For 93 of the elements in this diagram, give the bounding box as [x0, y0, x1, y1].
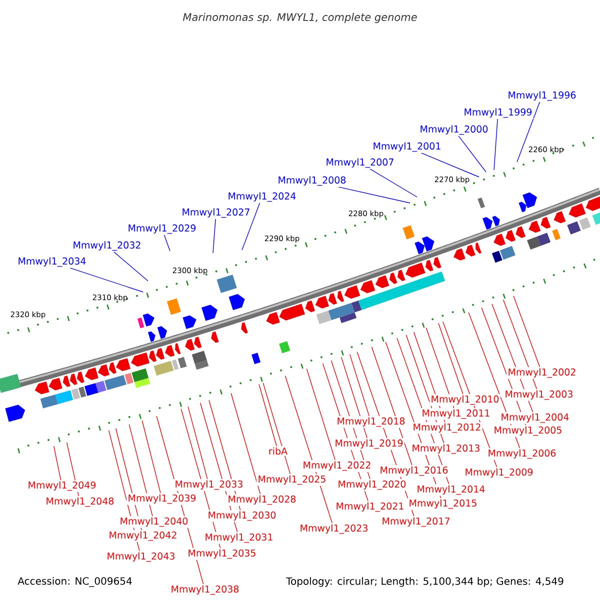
leader-line [503, 299, 538, 390]
leader-line [330, 360, 370, 480]
leader-line [180, 408, 221, 548]
gene-label: Mmwyl1_2018 [336, 416, 406, 428]
leader-line [70, 268, 144, 292]
gene-label: Mmwyl1_1999 [462, 107, 534, 119]
leader-line [481, 307, 526, 426]
leader-line [356, 351, 414, 516]
gene-label: Mmwyl1_2015 [408, 498, 478, 510]
gene-label: Mmwyl1_2035 [186, 548, 258, 560]
gene-label: Mmwyl1_2023 [298, 523, 370, 535]
gene-label: Mmwyl1_2038 [170, 584, 240, 596]
gene-label: Mmwyl1_2002 [506, 367, 578, 379]
leader-line [242, 202, 260, 250]
gene-label: Mmwyl1_2048 [44, 496, 116, 508]
leader-line [212, 218, 216, 254]
leader-line [516, 102, 540, 162]
leader-line [338, 186, 410, 204]
gene-label: Mmwyl1_2022 [302, 460, 372, 472]
gene-label: Mmwyl1_2016 [378, 465, 450, 477]
leader-line [396, 338, 450, 484]
leader-line [492, 304, 534, 412]
gene-label: Mmwyl1_2004 [500, 412, 570, 424]
leader-line [128, 424, 153, 516]
gene-label: Mmwyl1_2028 [226, 494, 298, 506]
footer-text: Accession: NC_009654 [18, 577, 132, 587]
gene-label: Mmwyl1_2039 [126, 493, 198, 505]
gene-label: Mmwyl1_2001 [372, 141, 442, 153]
leader-line [426, 327, 454, 408]
gene-label: Mmwyl1_2009 [464, 467, 534, 479]
leader-line [258, 384, 277, 446]
leader-line [262, 382, 291, 474]
gene-label: Mmwyl1_2008 [276, 175, 348, 187]
gene-label: Mmwyl1_2049 [26, 480, 98, 492]
leader-line [54, 446, 62, 480]
leader-line [230, 392, 261, 494]
gene-label: Mmwyl1_2021 [334, 501, 406, 513]
gene-label: Mmwyl1_2031 [204, 532, 274, 544]
gene-label: Mmwyl1_2005 [492, 425, 564, 437]
gene-label: Mmwyl1_2012 [412, 422, 482, 434]
gene-label: Mmwyl1_2014 [416, 484, 486, 496]
leader-line [164, 234, 170, 252]
gene-label: Mmwyl1_2017 [380, 516, 452, 528]
leader-line [115, 428, 142, 530]
leader-line [414, 332, 446, 422]
leader-line [494, 118, 498, 170]
footer-text: Topology: circular; Length: 5,100,344 bp; Genes: 4,549 [286, 577, 564, 587]
leader-line [468, 312, 520, 448]
gene-label: Mmwyl1_2020 [336, 479, 408, 491]
gene-label: Mmwyl1_2033 [174, 479, 244, 491]
gene-label: Mmwyl1_2000 [418, 124, 490, 136]
leader-line [284, 376, 332, 524]
leader-line [385, 342, 442, 498]
gene-label: Mmwyl1_2024 [226, 191, 298, 203]
gene-label: Mmwyl1_2040 [118, 516, 190, 528]
gene-label: Mmwyl1_2042 [108, 530, 178, 542]
leader-line [188, 406, 208, 480]
gene-label: Mmwyl1_2019 [334, 438, 404, 450]
gene-label: Mmwyl1_2011 [420, 408, 492, 420]
gene-label: Mmwyl1_2007 [324, 157, 396, 169]
leader-line [349, 354, 370, 416]
gene-label: Mmwyl1_2029 [126, 223, 198, 235]
leader-line [371, 346, 412, 466]
leader-line [420, 152, 480, 178]
leader-line [114, 252, 148, 282]
leader-line [340, 356, 368, 438]
gene-label: Mmwyl1_2034 [16, 256, 88, 268]
leader-line [208, 400, 241, 510]
leader-line [406, 334, 444, 444]
gene-label: Mmwyl1_1996 [506, 90, 578, 102]
title: Marinomonas sp. MWYL1, complete genome [182, 12, 417, 24]
gene-label: Mmwyl1_2013 [410, 443, 482, 455]
gene-label: Mmwyl1_2025 [256, 474, 328, 486]
gene-label: Mmwyl1_2030 [206, 510, 278, 522]
leader-line [458, 136, 486, 172]
gene-label: Mmwyl1_2010 [430, 394, 500, 406]
gene-label: Mmwyl1_2006 [486, 448, 558, 460]
leader-line [142, 420, 161, 494]
leader-line [156, 416, 204, 584]
leader-line [370, 168, 418, 198]
leader-line [306, 368, 336, 460]
leader-line [66, 442, 80, 496]
gene-label: Mmwyl1_2032 [72, 240, 142, 252]
gene-label: Mmwyl1_2043 [106, 551, 176, 563]
gene-label: ribA [267, 446, 289, 456]
leader-line [513, 296, 540, 368]
gene-label: Mmwyl1_2027 [180, 207, 252, 219]
leader-line [108, 430, 140, 552]
leader-line [438, 323, 464, 394]
leader-line [200, 402, 238, 532]
gene-label: Mmwyl1_2003 [504, 389, 574, 401]
leader-line [442, 321, 498, 468]
leader-line [322, 363, 368, 502]
